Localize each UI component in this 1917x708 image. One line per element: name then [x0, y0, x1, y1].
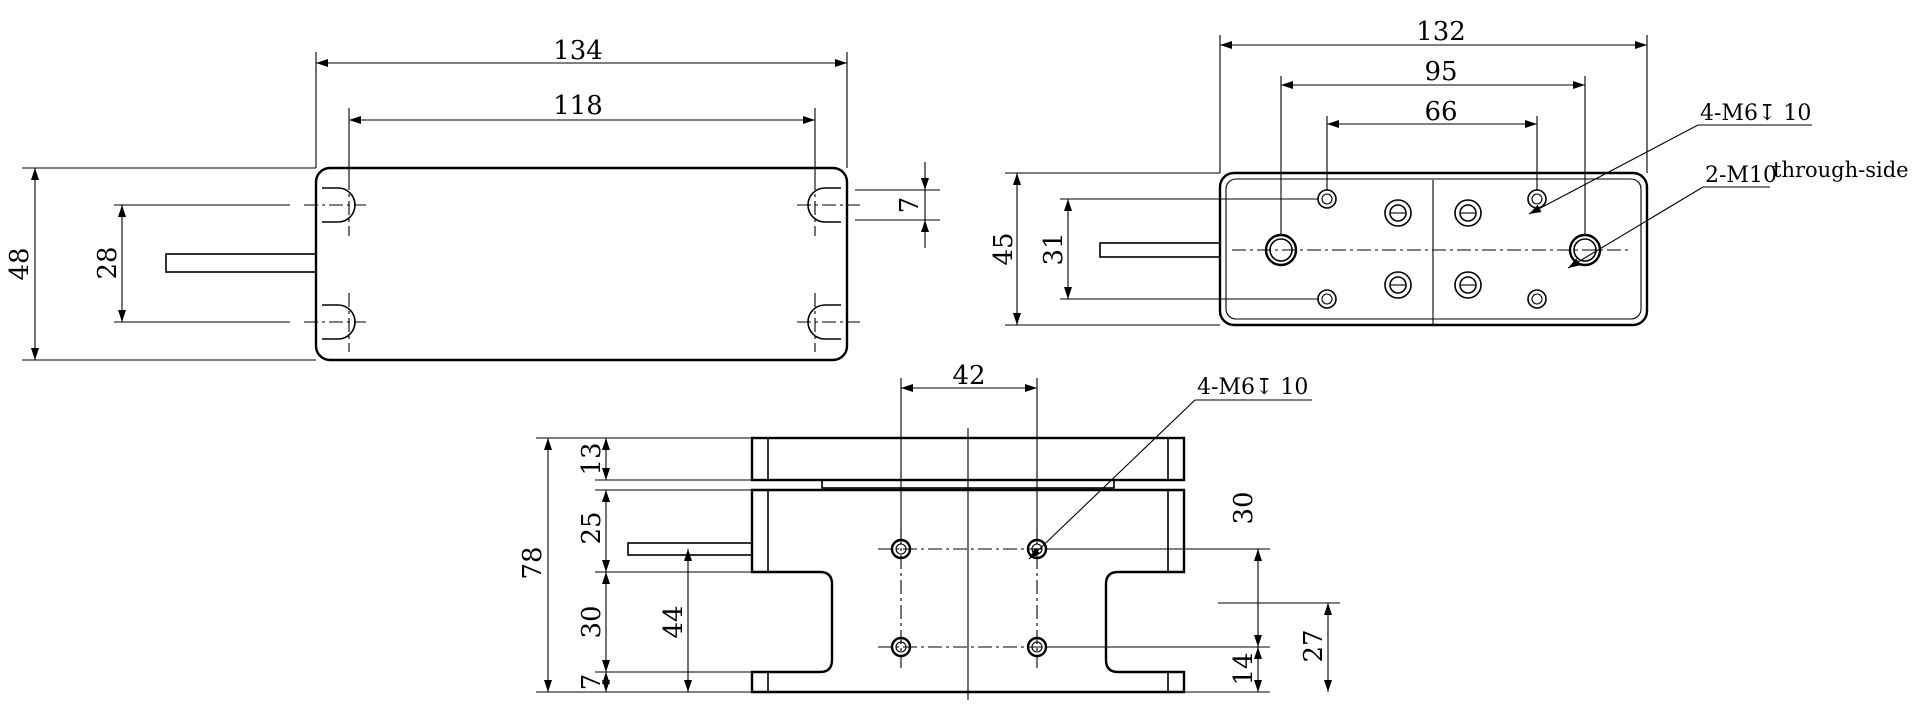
screw-heads — [1384, 199, 1482, 299]
dim-134: 134 — [553, 36, 603, 66]
top-view-slots — [304, 176, 860, 352]
dim-7-top: 7 — [895, 197, 925, 214]
screw-head — [1454, 271, 1482, 299]
dim-30-left: 30 — [577, 605, 607, 638]
side-view-cable — [1099, 242, 1221, 258]
top-view-cable — [165, 253, 317, 273]
leader-m6-side — [1528, 124, 1699, 215]
screw-head — [1454, 199, 1482, 227]
dim-48: 48 — [5, 247, 35, 280]
dim-95: 95 — [1424, 57, 1457, 87]
m6-holes-side — [1317, 189, 1547, 309]
callout-m6-side: 4-M6↧ 10 — [1700, 101, 1811, 126]
dim-42: 42 — [952, 361, 985, 391]
screw-head — [1384, 199, 1412, 227]
m6-hole — [1317, 189, 1337, 209]
m6-hole — [890, 636, 912, 658]
dim-31: 31 — [1039, 232, 1069, 265]
screw-head — [1384, 271, 1412, 299]
m6-hole — [1317, 289, 1337, 309]
dim-13: 13 — [577, 442, 607, 475]
m6-hole — [1527, 189, 1547, 209]
dim-66: 66 — [1424, 97, 1457, 127]
front-cable — [627, 542, 753, 556]
leader-m6-front — [1028, 399, 1196, 560]
m6-holes-front — [890, 538, 1048, 658]
dim-44: 44 — [659, 605, 689, 638]
dim-25: 25 — [577, 511, 607, 544]
dim-132: 132 — [1416, 17, 1466, 47]
top-view: 134 118 48 28 7 — [5, 36, 940, 362]
dim-7-front: 7 — [577, 674, 607, 691]
top-view-body — [314, 166, 849, 362]
leader-m10 — [1567, 186, 1704, 269]
dim-45: 45 — [989, 232, 1019, 265]
dim-118: 118 — [553, 91, 603, 121]
dim-28: 28 — [93, 246, 123, 279]
dim-27: 27 — [1299, 629, 1329, 662]
dim-14: 14 — [1229, 652, 1259, 685]
side-view: 132 95 66 45 31 4-M6↧ 10 2-M10 through-s… — [989, 17, 1909, 327]
callout-m10: 2-M10 — [1705, 163, 1777, 188]
callout-m6-front: 4-M6↧ 10 — [1197, 375, 1308, 400]
front-view: 42 78 13 25 30 7 44 30 14 27 4-M6↧ 10 — [518, 361, 1340, 700]
dim-30-right: 30 — [1229, 491, 1259, 524]
m6-hole — [890, 538, 912, 560]
m6-hole — [1527, 289, 1547, 309]
dim-78: 78 — [518, 546, 548, 579]
callout-through-side: through-side — [1773, 158, 1909, 182]
